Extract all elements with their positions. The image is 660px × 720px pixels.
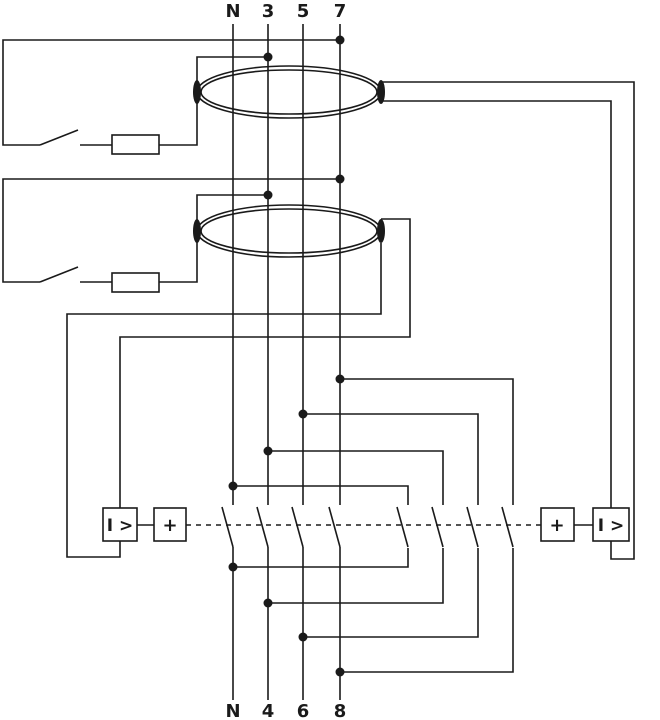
terminal-label-top-7: 7 [334, 1, 347, 22]
auxiliary-branches-top [228, 374, 514, 505]
test-circuit-upper [2, 35, 345, 155]
main-conductors-lower [232, 547, 341, 700]
auxiliary-switch-contacts [396, 506, 514, 548]
bottom-terminal-labels: N 4 6 8 [225, 701, 346, 720]
test-element-right-symbol: + [549, 515, 564, 536]
terminal-label-bottom-n: N [225, 701, 240, 720]
test-element-left: + [153, 507, 187, 542]
ct-lower-secondary-wiring [66, 218, 411, 558]
terminal-label-top-5: 5 [297, 1, 310, 22]
top-terminal-labels: N 3 5 7 [225, 1, 346, 22]
main-switch-contacts [221, 506, 341, 548]
relay-left-label: I > [107, 516, 134, 536]
relay-right: I > [592, 507, 630, 542]
terminal-label-bottom-6: 6 [297, 701, 310, 720]
terminal-label-bottom-4: 4 [262, 701, 275, 720]
resistor-lower [111, 272, 160, 293]
test-circuit-lower [2, 174, 345, 293]
relay-right-label: I > [598, 516, 625, 536]
relay-left: I > [102, 507, 138, 542]
terminal-label-top-3: 3 [262, 1, 275, 22]
terminal-label-top-n: N [225, 1, 240, 22]
main-conductors-upper [232, 24, 341, 505]
test-element-right: + [540, 507, 575, 542]
test-element-left-symbol: + [162, 515, 177, 536]
current-transformer-lower [193, 204, 385, 258]
terminal-label-bottom-8: 8 [334, 701, 347, 720]
resistor-upper [111, 134, 160, 155]
auxiliary-branches-bottom [228, 548, 514, 677]
current-transformer-upper [193, 65, 385, 119]
ct-upper-secondary-wiring [381, 81, 635, 560]
